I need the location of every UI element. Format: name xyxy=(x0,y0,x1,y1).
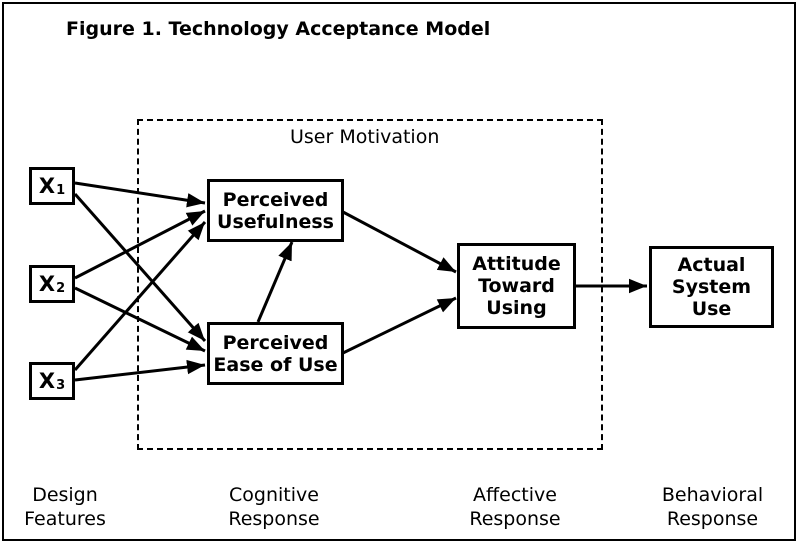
stage-design-line2: Features xyxy=(24,508,106,530)
node-x1-base: X xyxy=(38,174,56,198)
edge-ease-attitude xyxy=(342,296,457,355)
edge-x2-ease xyxy=(74,286,206,353)
user-motivation-label: User Motivation xyxy=(290,126,440,148)
edge-x3-usefulness xyxy=(73,221,207,371)
node-x3-base: X xyxy=(38,369,56,393)
node-x2-base: X xyxy=(38,272,56,296)
node-attitude-toward-using: Attitude Toward Using xyxy=(457,243,576,329)
stage-behavioral-response: Behavioral Response xyxy=(645,483,780,531)
stage-design-line1: Design xyxy=(32,484,98,506)
stage-affective-response: Affective Response xyxy=(455,483,575,531)
edge-ease-usefulness xyxy=(256,241,294,323)
edge-x3-ease xyxy=(74,359,206,382)
node-perceived-ease-of-use: Perceived Ease of Use xyxy=(207,322,344,385)
stage-cognitive-line2: Response xyxy=(228,508,320,530)
figure-title: Figure 1. Technology Acceptance Model xyxy=(66,18,491,40)
node-x2-sub: 2 xyxy=(56,280,66,296)
stage-cognitive-line1: Cognitive xyxy=(229,484,319,506)
node-perceived-usefulness: Perceived Usefulness xyxy=(207,179,344,242)
stage-behavioral-line1: Behavioral xyxy=(661,484,764,506)
edge-usefulness-attitude xyxy=(342,210,457,274)
stage-behavioral-line2: Response xyxy=(666,508,759,530)
stage-cognitive-response: Cognitive Response xyxy=(214,483,334,531)
edge-x1-usefulness xyxy=(74,181,206,208)
stage-affective-line1: Affective xyxy=(473,484,557,506)
node-x1-sub: 1 xyxy=(56,182,66,198)
node-actual-system-use: Actual System Use xyxy=(649,246,774,328)
edge-x2-usefulness xyxy=(74,209,206,280)
stage-affective-line2: Response xyxy=(469,508,561,530)
node-x3-sub: 3 xyxy=(56,377,66,393)
edge-x1-ease xyxy=(73,193,207,342)
stage-design-features: Design Features xyxy=(20,483,110,531)
